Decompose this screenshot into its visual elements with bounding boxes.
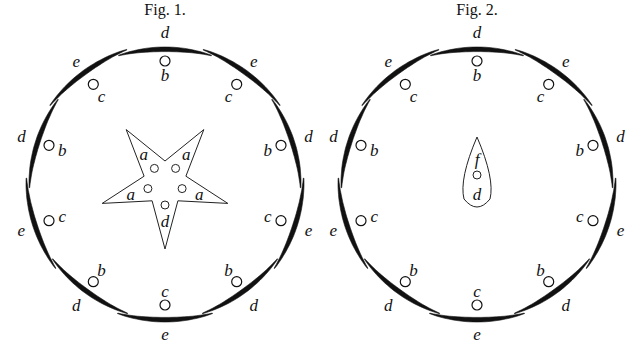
part-letter: b — [370, 141, 379, 158]
stamen-circle — [400, 79, 410, 89]
stamen-circle — [472, 300, 482, 310]
sepal-arc — [584, 99, 613, 187]
sepal-arc — [514, 259, 589, 314]
part-letter: b — [224, 262, 233, 279]
stamen-circle — [544, 79, 554, 89]
sepal-arc — [29, 99, 58, 187]
sepal-arc — [274, 178, 304, 269]
sepal-arc — [50, 49, 127, 105]
stamen-circle — [544, 277, 554, 287]
ovule-circle — [473, 171, 481, 179]
pistil-star — [102, 130, 228, 249]
part-letter: c — [576, 208, 584, 225]
part-letter: b — [161, 67, 170, 84]
stamen-circle — [356, 140, 366, 150]
part-letter: b — [473, 67, 482, 84]
part-letter: c — [225, 87, 233, 104]
figure-title: Fig. 1. — [144, 2, 185, 18]
part-letter: e — [384, 52, 392, 69]
part-letter: f — [475, 151, 480, 168]
stamen-circle — [232, 277, 242, 287]
sepal-arc — [26, 178, 56, 269]
sepal-arc — [586, 178, 616, 269]
part-letter: c — [473, 283, 481, 300]
part-letter: d — [473, 186, 482, 203]
part-letter: e — [72, 52, 80, 69]
part-letter: d — [473, 24, 482, 41]
part-letter: b — [97, 262, 106, 279]
part-letter: a — [127, 186, 136, 203]
sepal-arc — [341, 99, 370, 187]
part-letter: a — [182, 145, 191, 162]
stamen-circle — [472, 56, 482, 66]
part-letter: c — [371, 208, 379, 225]
part-letter: d — [304, 128, 313, 145]
part-letter: d — [384, 297, 393, 314]
figure-title: Fig. 2. — [456, 2, 497, 18]
sepal-arc — [272, 99, 301, 187]
part-letter: c — [161, 283, 169, 300]
ovule-circle — [144, 185, 152, 193]
ovule-circle — [150, 164, 158, 172]
part-letter: d — [72, 297, 81, 314]
part-letter: d — [616, 128, 625, 145]
pistil-drop — [463, 137, 491, 207]
part-letter: e — [18, 221, 26, 238]
ovule-circle — [161, 201, 169, 209]
part-letter: e — [330, 221, 338, 238]
part-letter: c — [59, 208, 67, 225]
part-letter: d — [562, 297, 571, 314]
sepal-arc — [431, 47, 524, 56]
stamen-circle — [44, 216, 54, 226]
ovule-circle — [172, 164, 180, 172]
part-letter: c — [410, 87, 418, 104]
part-letter: e — [161, 326, 169, 343]
sepal-arc — [119, 47, 212, 56]
stamen-circle — [356, 216, 366, 226]
stamen-circle — [588, 216, 598, 226]
part-letter: b — [409, 262, 418, 279]
part-letter: d — [17, 128, 26, 145]
part-letter: c — [98, 87, 106, 104]
part-letter: e — [617, 221, 625, 238]
part-letter: e — [473, 326, 481, 343]
part-letter: d — [161, 24, 170, 41]
sepal-arc — [362, 49, 439, 105]
stamen-circle — [160, 300, 170, 310]
stamen-circle — [160, 56, 170, 66]
stamen-circle — [88, 79, 98, 89]
part-letter: a — [195, 186, 204, 203]
sepal-arc — [430, 313, 525, 322]
sepal-arc — [364, 259, 439, 314]
part-letter: a — [140, 145, 149, 162]
part-letter: d — [250, 297, 259, 314]
part-letter: e — [562, 52, 570, 69]
stamen-circle — [232, 79, 242, 89]
part-letter: c — [264, 208, 272, 225]
stamen-circle — [44, 140, 54, 150]
part-letter: d — [329, 128, 338, 145]
part-letter: b — [536, 262, 545, 279]
sepal-arc — [203, 49, 280, 105]
sepal-arc — [118, 313, 213, 322]
sepal-arc — [515, 49, 592, 105]
part-letter: b — [58, 141, 67, 158]
sepal-arc — [338, 178, 368, 269]
ovule-circle — [178, 185, 186, 193]
part-letter: d — [161, 213, 170, 230]
part-letter: c — [537, 87, 545, 104]
part-letter: b — [575, 141, 584, 158]
stamen-circle — [276, 140, 286, 150]
sepal-arc — [52, 259, 127, 314]
part-letter: e — [305, 221, 313, 238]
part-letter: e — [250, 52, 258, 69]
stamen-circle — [588, 140, 598, 150]
sepal-arc — [202, 259, 277, 314]
part-letter: b — [263, 141, 272, 158]
stamen-circle — [88, 277, 98, 287]
stamen-circle — [400, 277, 410, 287]
stamen-circle — [276, 216, 286, 226]
